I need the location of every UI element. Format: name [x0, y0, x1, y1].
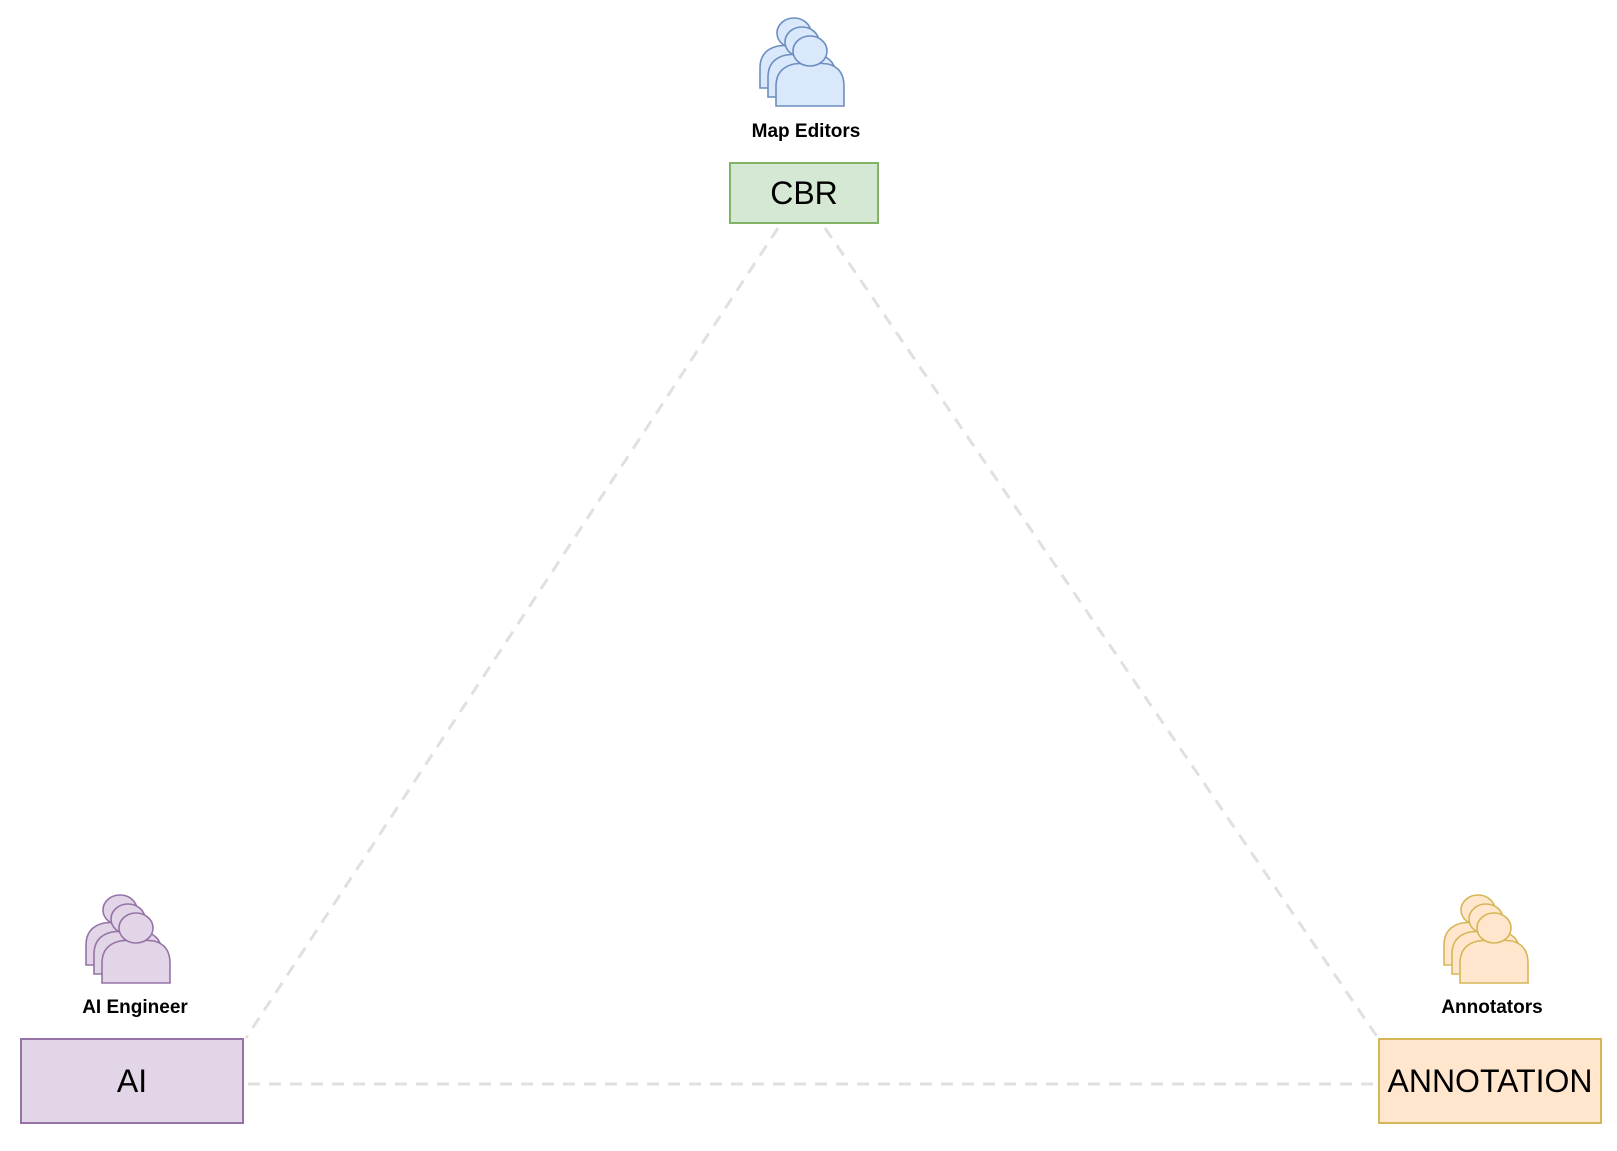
ai-node[interactable]: AI — [20, 1038, 244, 1124]
user-group-icon — [85, 894, 171, 984]
annotators-actor[interactable] — [1442, 893, 1538, 998]
map-editors-label: Map Editors — [751, 121, 861, 142]
cbr-node[interactable]: CBR — [729, 162, 879, 224]
user-group-icon — [1443, 894, 1529, 984]
user-group-icon — [759, 17, 845, 107]
map-editors-actor[interactable] — [758, 16, 854, 121]
edge-cbr-annotation — [823, 227, 1380, 1039]
edge-cbr-ai — [244, 227, 780, 1039]
ai-engineer-label: AI Engineer — [82, 997, 188, 1018]
annotators-label: Annotators — [1441, 997, 1543, 1018]
annotation-node[interactable]: ANNOTATION — [1378, 1038, 1602, 1124]
ai-engineer-actor[interactable] — [84, 893, 180, 998]
